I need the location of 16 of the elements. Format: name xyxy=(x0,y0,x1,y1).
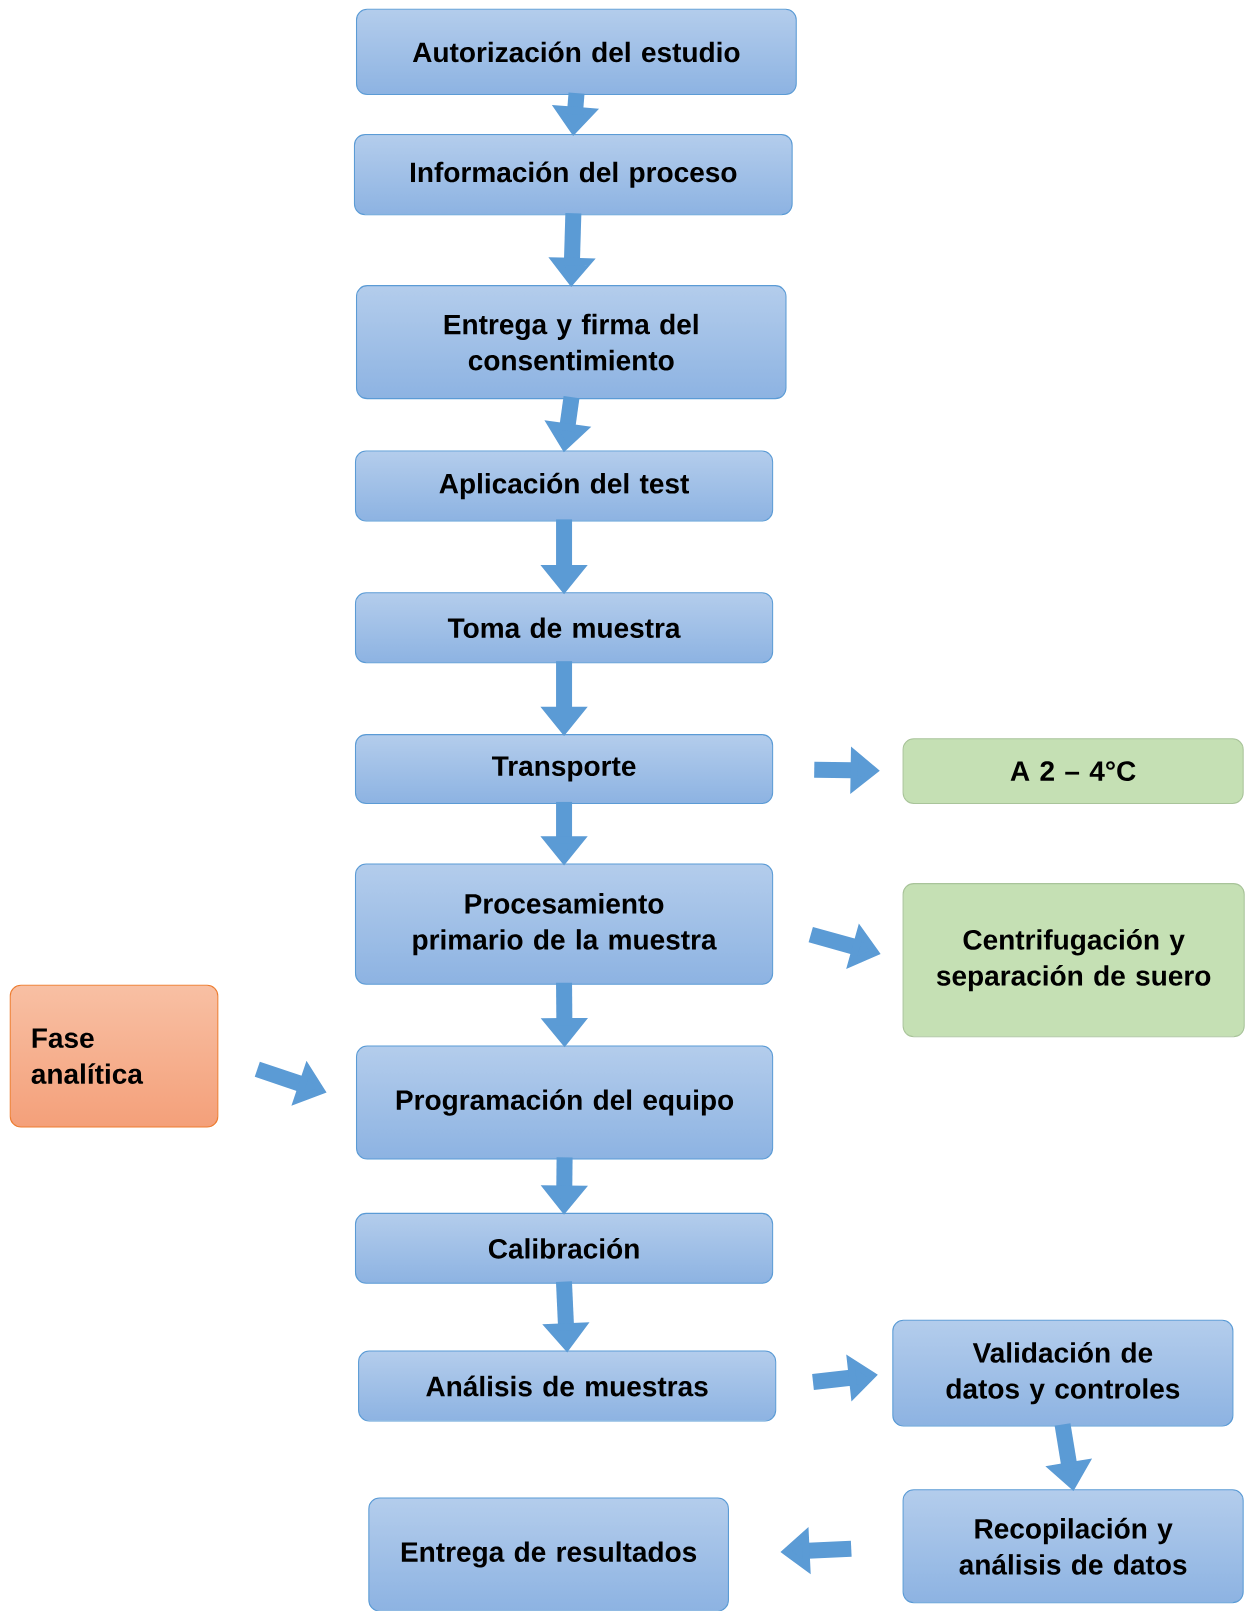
process-box: Recopilación y análisis de datos xyxy=(902,1489,1244,1604)
process-box: Procesamiento primario de la muestra xyxy=(354,863,773,985)
process-box: A 2 – 4°C xyxy=(902,738,1244,804)
process-box: Entrega y firma del consentimiento xyxy=(355,285,787,400)
process-box: Toma de muestra xyxy=(354,592,773,664)
process-box: Autorización del estudio xyxy=(355,8,797,96)
process-box: Calibración xyxy=(354,1212,773,1284)
process-box: Entrega de resultados xyxy=(368,1497,729,1611)
process-box: Validación de datos y controles xyxy=(892,1319,1234,1427)
process-box: Análisis de muestras xyxy=(357,1350,777,1422)
process-box: Programación del equipo xyxy=(355,1045,773,1160)
process-box: Aplicación del test xyxy=(354,450,773,522)
process-box: Centrifugación y separación de suero xyxy=(902,883,1245,1038)
process-box: Transporte xyxy=(354,734,773,804)
process-box: Información del proceso xyxy=(353,134,793,216)
process-box: Fase analítica xyxy=(9,984,219,1128)
